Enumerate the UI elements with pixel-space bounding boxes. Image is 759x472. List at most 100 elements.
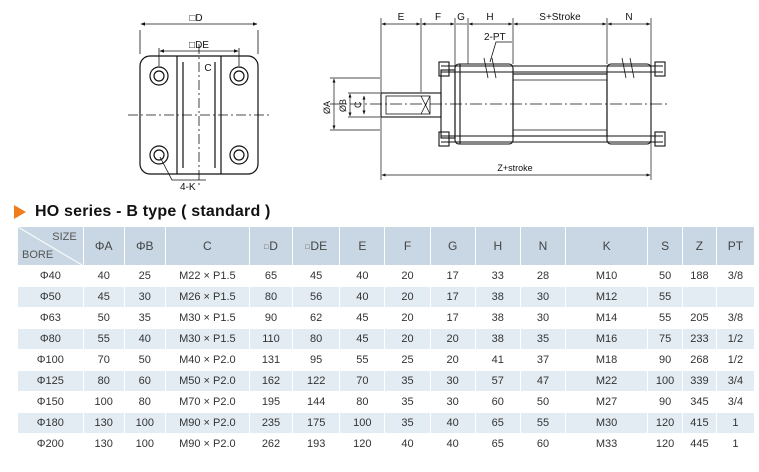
dim-e-label: E [398, 12, 405, 23]
bore-cell: Φ180 [17, 412, 84, 434]
table-cell: 233 [682, 328, 717, 350]
table-cell: 17 [429, 307, 476, 329]
column-header-label: E [358, 239, 367, 253]
bore-cell: Φ150 [17, 391, 84, 413]
header-bore-label: BORE [22, 249, 54, 261]
column-header-label: DE [310, 239, 328, 253]
bore-cell: Φ40 [17, 265, 84, 287]
table-cell: 35 [384, 412, 431, 434]
table-cell: M16 [565, 328, 649, 350]
table-cell: 45 [339, 307, 386, 329]
header-corner-cell: SIZE BORE [17, 226, 84, 266]
column-header-label: D [269, 239, 278, 253]
table-cell: M90 × P2.0 [164, 433, 250, 455]
table-cell: 35 [123, 307, 166, 329]
series-title-text: HO series - B type ( standard ) [35, 203, 271, 220]
table-cell: 100 [339, 412, 386, 434]
bore-cell: Φ125 [17, 370, 84, 392]
table-cell: 30 [429, 370, 476, 392]
table-cell: M10 [565, 265, 649, 287]
table-cell: 33 [474, 265, 521, 287]
table-cell: 65 [474, 433, 521, 455]
table-cell: 40 [429, 412, 476, 434]
square-symbol: □ [305, 244, 310, 251]
table-cell: 110 [248, 328, 294, 350]
column-header-label: Z [695, 239, 704, 253]
column-header: G [429, 226, 476, 266]
table-cell: 60 [474, 391, 521, 413]
dim-f-label: F [435, 12, 441, 23]
table-cell: 41 [474, 349, 521, 371]
table-cell: 38 [474, 307, 521, 329]
table-cell: 50 [123, 349, 166, 371]
table-cell: 17 [429, 286, 476, 308]
table-cell: M30 [565, 412, 649, 434]
column-header: E [339, 226, 386, 266]
table-cell: 47 [519, 370, 567, 392]
column-header: □DE [292, 226, 341, 266]
table-cell: 55 [647, 286, 684, 308]
dim-d-label: □D [189, 13, 202, 24]
table-cell: 100 [82, 391, 125, 413]
table-cell: M30 × P1.5 [164, 328, 250, 350]
technical-drawing: □D □DE C 4-K [128, 12, 668, 193]
column-header-label: F [403, 239, 412, 253]
table-cell: 45 [82, 286, 125, 308]
table-cell: 20 [384, 328, 431, 350]
table-cell: 40 [384, 433, 431, 455]
table-cell: 20 [384, 265, 431, 287]
dim-4k-label: 4-K [180, 182, 196, 193]
table-cell: 56 [292, 286, 341, 308]
column-header-label: ΦB [135, 239, 154, 253]
side-view [330, 18, 668, 180]
table-cell: 144 [292, 391, 341, 413]
column-header-label: ΦA [94, 239, 113, 253]
column-header: C [164, 226, 250, 266]
table-cell: 75 [647, 328, 684, 350]
table-cell: 3/4 [715, 391, 756, 413]
table-cell: 25 [123, 265, 166, 287]
front-view [128, 22, 270, 186]
table-cell: 20 [384, 307, 431, 329]
dim-de-label: □DE [189, 40, 209, 51]
table-cell: 45 [292, 265, 341, 287]
table-cell: 1 [715, 412, 756, 434]
dim-c-side-label: C [353, 101, 363, 108]
table-cell: 339 [682, 370, 717, 392]
column-header-label: G [447, 239, 458, 253]
column-header-label: PT [727, 239, 744, 253]
table-cell: 37 [519, 349, 567, 371]
table-cell: 120 [339, 433, 386, 455]
dim-c-label: C [204, 63, 211, 74]
table-cell: 60 [123, 370, 166, 392]
table-cell: 100 [123, 433, 166, 455]
table-cell: M33 [565, 433, 649, 455]
diagonal-line [18, 227, 82, 265]
table-cell: 70 [339, 370, 386, 392]
table-cell: 120 [647, 412, 684, 434]
table-cell: 65 [248, 265, 294, 287]
table-cell: 40 [123, 328, 166, 350]
table-cell: 90 [647, 349, 684, 371]
table-cell: 205 [682, 307, 717, 329]
table-cell: 1/2 [715, 349, 756, 371]
table-cell: 55 [339, 349, 386, 371]
table-cell: 50 [519, 391, 567, 413]
table-cell: M22 × P1.5 [164, 265, 250, 287]
table-cell: 95 [292, 349, 341, 371]
bore-cell: Φ50 [17, 286, 84, 308]
table-cell: 175 [292, 412, 341, 434]
table-cell: 17 [429, 265, 476, 287]
table-cell: 38 [474, 286, 521, 308]
table-cell: 20 [384, 286, 431, 308]
table-cell: 262 [248, 433, 294, 455]
table-cell: 40 [429, 433, 476, 455]
table-cell: M90 × P2.0 [164, 412, 250, 434]
